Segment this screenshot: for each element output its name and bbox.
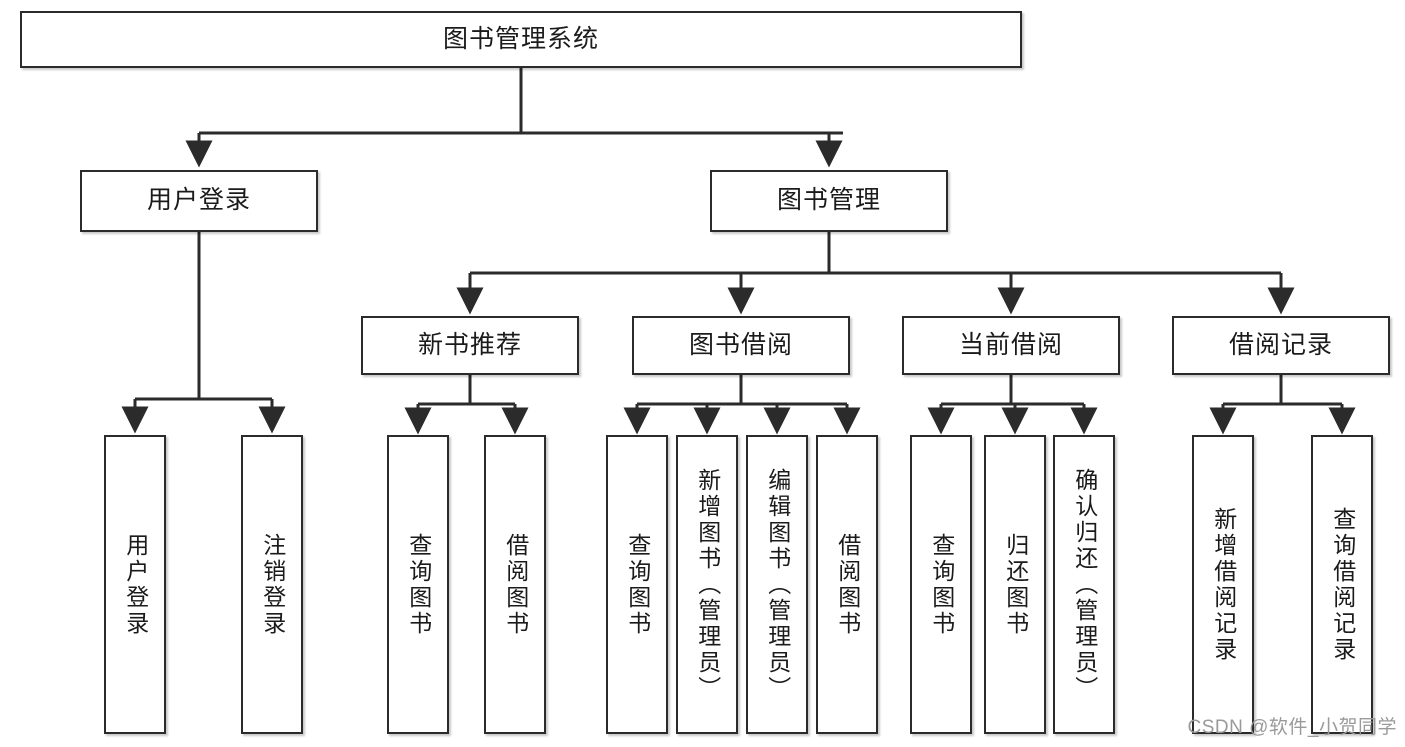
node-label: 查询图书 (624, 532, 651, 637)
node-user-login[interactable]: 用户登录 (80, 170, 318, 232)
node-label: 用户登录 (122, 532, 149, 637)
node-book-borrow[interactable]: 图书借阅 (632, 316, 850, 375)
node-label: 新书推荐 (417, 330, 522, 359)
node-root[interactable]: 图书管理系统 (20, 11, 1022, 68)
node-label: 图书管理系统 (442, 24, 599, 53)
node-label: 注销登录 (259, 532, 286, 637)
node-label: 归还图书 (1002, 532, 1029, 637)
node-leaf-return-book[interactable]: 归还图书 (984, 435, 1046, 734)
node-label: 新增图书（管理员） (694, 467, 721, 702)
node-borrow-record[interactable]: 借阅记录 (1172, 316, 1390, 375)
node-leaf-borrow-book-b[interactable]: 借阅图书 (816, 435, 878, 734)
node-label: 当前借阅 (958, 330, 1063, 359)
node-label: 编辑图书（管理员） (764, 467, 791, 702)
node-label: 查询借阅记录 (1329, 506, 1356, 663)
node-label: 借阅图书 (834, 532, 861, 637)
node-leaf-user-login[interactable]: 用户登录 (104, 435, 166, 734)
csdn-watermark: CSDN @软件_小贺同学 (1187, 717, 1397, 738)
node-label: 借阅记录 (1228, 330, 1333, 359)
node-leaf-add-record[interactable]: 新增借阅记录 (1192, 435, 1254, 734)
node-current-borrow[interactable]: 当前借阅 (902, 316, 1120, 375)
node-label: 图书借阅 (688, 330, 793, 359)
node-label: 查询图书 (928, 532, 955, 637)
node-leaf-query-book-c[interactable]: 查询图书 (910, 435, 972, 734)
node-leaf-edit-book[interactable]: 编辑图书（管理员） (746, 435, 808, 734)
node-leaf-add-book[interactable]: 新增图书（管理员） (676, 435, 738, 734)
node-leaf-confirm-return[interactable]: 确认归还（管理员） (1053, 435, 1115, 734)
node-leaf-query-book-b[interactable]: 查询图书 (606, 435, 668, 734)
node-label: 查询图书 (405, 532, 432, 637)
node-book-manage[interactable]: 图书管理 (710, 170, 948, 232)
node-label: 图书管理 (776, 186, 881, 215)
node-leaf-user-logout[interactable]: 注销登录 (241, 435, 303, 734)
node-label: 用户登录 (146, 186, 251, 215)
node-label: 新增借阅记录 (1210, 506, 1237, 663)
node-label: 借阅图书 (502, 532, 529, 637)
node-leaf-query-book-new[interactable]: 查询图书 (387, 435, 449, 734)
node-leaf-borrow-book-new[interactable]: 借阅图书 (484, 435, 546, 734)
node-leaf-query-record[interactable]: 查询借阅记录 (1311, 435, 1373, 734)
node-label: 确认归还（管理员） (1071, 467, 1098, 702)
node-new-book-rec[interactable]: 新书推荐 (361, 316, 579, 375)
